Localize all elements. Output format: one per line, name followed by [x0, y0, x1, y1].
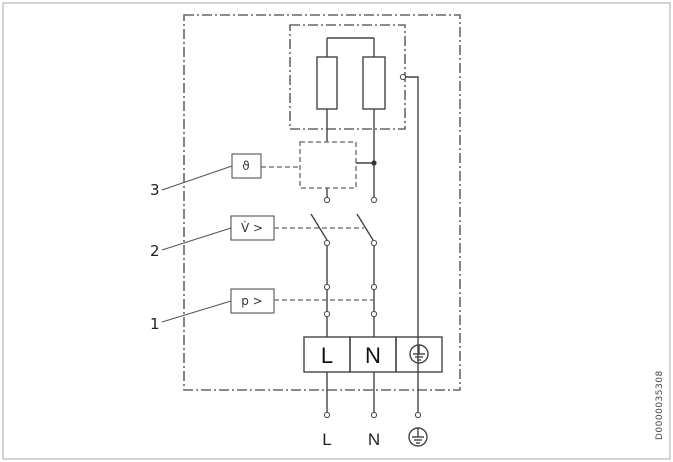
supply-live-label: L	[322, 430, 331, 449]
element-earth-connection	[399, 73, 419, 413]
appliance-enclosure	[183, 14, 461, 391]
terminal-neutral-label: N	[365, 343, 381, 368]
temperature-sensor: ϑ	[231, 153, 300, 179]
pressure-sensor-label: p >	[241, 294, 263, 308]
flow-sensor-label: V̇ >	[241, 221, 263, 235]
callout-1: 1	[150, 315, 160, 333]
supply-leads	[323, 372, 422, 419]
heating-elements	[316, 37, 386, 163]
terminal-earth-icon	[409, 344, 429, 364]
earth-ground-icon	[408, 427, 428, 447]
callout-3: 3	[150, 181, 160, 199]
flow-sensor: V̇ >	[230, 215, 364, 241]
terminal-live-label: L	[321, 343, 333, 368]
terminal-block: L N	[303, 336, 443, 373]
heating-element-enclosure	[289, 24, 406, 130]
document-id: D0000035308	[655, 370, 665, 440]
switch-contacts	[310, 213, 378, 337]
temperature-limiter	[299, 141, 378, 204]
pressure-sensor: p >	[230, 288, 374, 314]
supply-neutral-label: N	[368, 430, 380, 449]
callouts: 3 2 1	[150, 165, 233, 333]
temperature-sensor-label: ϑ	[242, 159, 249, 173]
callout-2: 2	[150, 242, 160, 260]
